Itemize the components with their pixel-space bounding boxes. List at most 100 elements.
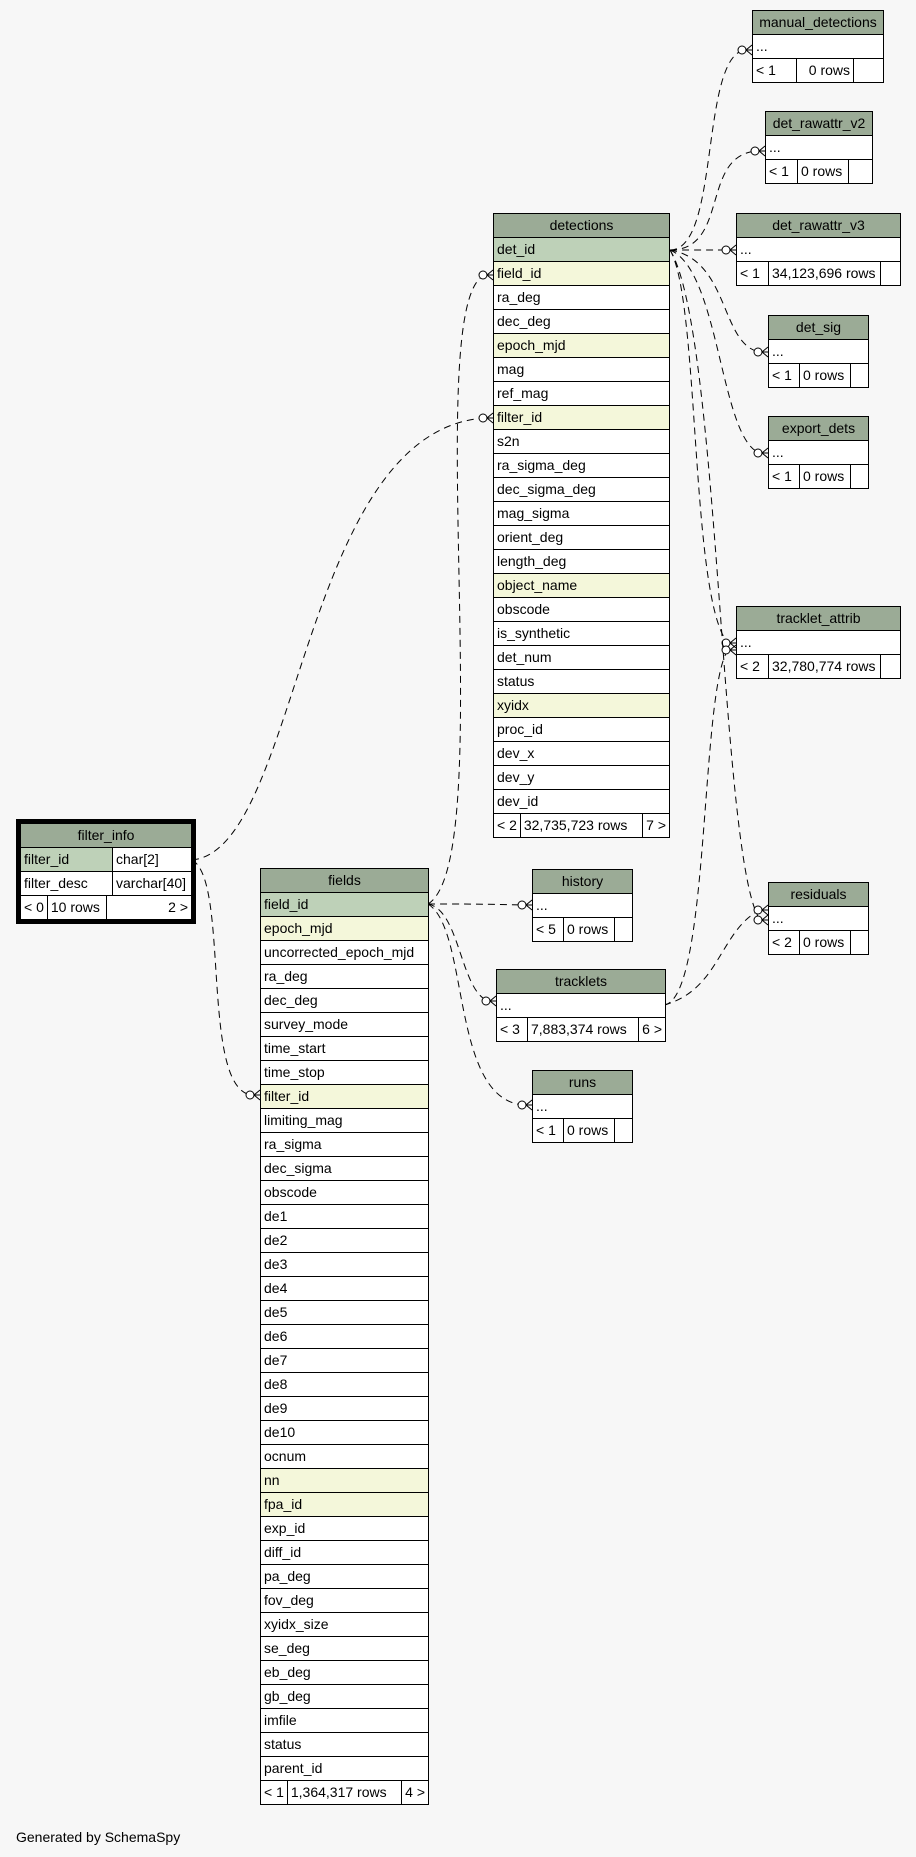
column-ra-deg[interactable]: ra_deg (261, 965, 428, 989)
column-de6[interactable]: de6 (261, 1325, 428, 1349)
column-de5[interactable]: de5 (261, 1301, 428, 1325)
column-mag[interactable]: mag (494, 358, 669, 382)
column-ra-sigma[interactable]: ra_sigma (261, 1133, 428, 1157)
parents-count: < 2 (737, 655, 769, 678)
column-ellipsis: ... (753, 35, 883, 59)
column-dev-id[interactable]: dev_id (494, 790, 669, 814)
column-de9[interactable]: de9 (261, 1397, 428, 1421)
table-filter-info[interactable]: filter_info filter_id char[2] filter_des… (16, 819, 196, 924)
column-det-num[interactable]: det_num (494, 646, 669, 670)
column-parent-id[interactable]: parent_id (261, 1757, 428, 1781)
column-de7[interactable]: de7 (261, 1349, 428, 1373)
column-object-name[interactable]: object_name (494, 574, 669, 598)
column-field-id[interactable]: field_id (261, 893, 428, 917)
column-time-stop[interactable]: time_stop (261, 1061, 428, 1085)
column-obscode[interactable]: obscode (261, 1181, 428, 1205)
column-epoch-mjd[interactable]: epoch_mjd (494, 334, 669, 358)
edge-tracklets-many-marker (489, 995, 497, 1007)
column-dec-deg[interactable]: dec_deg (494, 310, 669, 334)
column-obscode[interactable]: obscode (494, 598, 669, 622)
column-xyidx-size[interactable]: xyidx_size (261, 1613, 428, 1637)
column-de8[interactable]: de8 (261, 1373, 428, 1397)
column-field-id[interactable]: field_id (494, 262, 669, 286)
column-dec-sigma-deg[interactable]: dec_sigma_deg (494, 478, 669, 502)
column-ra-sigma-deg[interactable]: ra_sigma_deg (494, 454, 669, 478)
table-title: tracklets (497, 970, 665, 994)
column-nn[interactable]: nn (261, 1469, 428, 1493)
table-det-rawattr-v2[interactable]: det_rawattr_v2 ... < 1 0 rows (765, 111, 873, 184)
column-se-deg[interactable]: se_deg (261, 1637, 428, 1661)
column-xyidx[interactable]: xyidx (494, 694, 669, 718)
column-imfile[interactable]: imfile (261, 1709, 428, 1733)
column-ocnum[interactable]: ocnum (261, 1445, 428, 1469)
column-limiting-mag[interactable]: limiting_mag (261, 1109, 428, 1133)
row-count: 0 rows (800, 364, 851, 387)
column-s2n[interactable]: s2n (494, 430, 669, 454)
table-footer: < 1 0 rows (533, 1119, 632, 1142)
column-dev-x[interactable]: dev_x (494, 742, 669, 766)
column-de1[interactable]: de1 (261, 1205, 428, 1229)
column-row[interactable]: filter_desc varchar[40] (21, 872, 191, 896)
table-residuals[interactable]: residuals ... < 2 0 rows (768, 882, 869, 955)
table-history[interactable]: history ... < 5 0 rows (532, 869, 633, 942)
column-time-start[interactable]: time_start (261, 1037, 428, 1061)
column-mag-sigma[interactable]: mag_sigma (494, 502, 669, 526)
column-fov-deg[interactable]: fov_deg (261, 1589, 428, 1613)
column-epoch-mjd[interactable]: epoch_mjd (261, 917, 428, 941)
edge-manual-detections-many-marker (745, 44, 753, 56)
column-de2[interactable]: de2 (261, 1229, 428, 1253)
column-de4[interactable]: de4 (261, 1277, 428, 1301)
column-eb-deg[interactable]: eb_deg (261, 1661, 428, 1685)
row-count: 34,123,696 rows (769, 262, 881, 285)
edge-history (427, 903, 525, 906)
column-status[interactable]: status (261, 1733, 428, 1757)
column-de3[interactable]: de3 (261, 1253, 428, 1277)
edge-detections-field-id-optional-marker (478, 270, 488, 280)
column-proc-id[interactable]: proc_id (494, 718, 669, 742)
table-tracklet-attrib[interactable]: tracklet_attrib ... < 2 32,780,774 rows (736, 606, 901, 679)
column-de10[interactable]: de10 (261, 1421, 428, 1445)
column-pa-deg[interactable]: pa_deg (261, 1565, 428, 1589)
column-dev-y[interactable]: dev_y (494, 766, 669, 790)
column-ellipsis: ... (769, 907, 868, 931)
table-title: tracklet_attrib (737, 607, 900, 631)
column-filter-id[interactable]: filter_id (494, 406, 669, 430)
column-dec-sigma[interactable]: dec_sigma (261, 1157, 428, 1181)
edge-det-sig (669, 249, 761, 353)
table-title: filter_info (21, 824, 191, 848)
table-tracklets[interactable]: tracklets ... < 3 7,883,374 rows 6 > (496, 969, 666, 1042)
table-export-dets[interactable]: export_dets ... < 1 0 rows (768, 416, 869, 489)
edge-runs-many-marker (525, 1099, 533, 1111)
table-det-sig[interactable]: det_sig ... < 1 0 rows (768, 315, 869, 388)
column-length-deg[interactable]: length_deg (494, 550, 669, 574)
column-exp-id[interactable]: exp_id (261, 1517, 428, 1541)
children-count: 2 > (168, 899, 188, 915)
edge-det-rawattr-v3-optional-marker (721, 245, 731, 255)
column-gb-deg[interactable]: gb_deg (261, 1685, 428, 1709)
table-runs[interactable]: runs ... < 1 0 rows (532, 1070, 633, 1143)
column-uncorrected-epoch-mjd[interactable]: uncorrected_epoch_mjd (261, 941, 428, 965)
column-fpa-id[interactable]: fpa_id (261, 1493, 428, 1517)
table-manual-detections[interactable]: manual_detections ... < 1 0 rows (752, 10, 884, 83)
column-filter-id[interactable]: filter_id (261, 1085, 428, 1109)
column-orient-deg[interactable]: orient_deg (494, 526, 669, 550)
table-footer: < 1 34,123,696 rows (737, 262, 900, 285)
column-dec-deg[interactable]: dec_deg (261, 989, 428, 1013)
table-det-rawattr-v3[interactable]: det_rawattr_v3 ... < 1 34,123,696 rows (736, 213, 901, 286)
column-survey-mode[interactable]: survey_mode (261, 1013, 428, 1037)
column-ra-deg[interactable]: ra_deg (494, 286, 669, 310)
edge-tracklet-attrib-a-many-marker (729, 637, 737, 649)
edge-det-rawattr-v3-many-marker (729, 244, 737, 256)
table-title: history (533, 870, 632, 894)
parents-count: < 2 (494, 814, 521, 837)
table-footer: < 1 0 rows (769, 364, 868, 387)
column-status[interactable]: status (494, 670, 669, 694)
column-ref-mag[interactable]: ref_mag (494, 382, 669, 406)
edge-tracklets-optional-marker (481, 996, 491, 1006)
column-diff-id[interactable]: diff_id (261, 1541, 428, 1565)
column-det-id[interactable]: det_id (494, 238, 669, 262)
column-row[interactable]: filter_id char[2] (21, 848, 191, 872)
column-is-synthetic[interactable]: is_synthetic (494, 622, 669, 646)
